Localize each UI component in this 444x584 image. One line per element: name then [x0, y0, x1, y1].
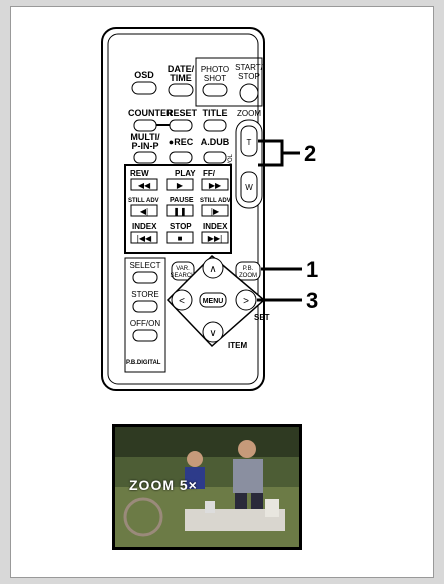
still-adv-right-icon: |▶	[211, 207, 220, 216]
title-button[interactable]	[204, 120, 226, 131]
ff-label: FF/	[203, 169, 216, 178]
pause-icon: ❚❚	[173, 207, 186, 216]
photo-shot-button[interactable]	[203, 84, 227, 96]
stop-label: STOP	[170, 222, 192, 231]
pb-zoom-label-1: P.B.	[243, 266, 254, 272]
photo-shot-label-1: PHOTO	[201, 65, 229, 74]
item-label: ITEM	[228, 341, 247, 350]
index-right-label: INDEX	[203, 222, 228, 231]
callout-3: 3	[306, 288, 318, 313]
counter-button[interactable]	[134, 120, 156, 131]
up-arrow-icon: ∧	[209, 264, 216, 275]
zoom-w-label: W	[245, 183, 253, 192]
rew-label: REW	[130, 169, 149, 178]
menu-label: MENU	[203, 298, 224, 305]
a-dub-button[interactable]	[204, 152, 226, 163]
index-right-icon: ▶▶|	[208, 234, 222, 243]
store-button[interactable]	[133, 301, 157, 312]
a-dub-label: A.DUB	[201, 137, 230, 147]
set-label: SET	[254, 313, 270, 322]
start-stop-label-2: STOP	[238, 72, 260, 81]
start-stop-label-1: START/	[235, 63, 263, 72]
zoom-label: ZOOM	[237, 109, 261, 118]
zoom-t-label: T	[247, 138, 252, 147]
pb-zoom-label-2: ZOOM	[239, 273, 257, 279]
left-arrow-icon: <	[179, 296, 185, 307]
callout-1: 1	[306, 257, 318, 282]
still-adv-left-label: STILL ADV	[128, 198, 159, 204]
select-label: SELECT	[129, 261, 160, 270]
date-time-label-2: TIME	[170, 73, 192, 83]
still-adv-right-label: STILL ADV	[200, 198, 231, 204]
ff-icon: ▶▶	[209, 181, 222, 190]
down-arrow-icon: ∨	[209, 328, 216, 339]
pb-digital-label: P.B.DIGITAL	[126, 360, 161, 366]
osd-label: OSD	[134, 70, 154, 80]
right-arrow-icon: >	[243, 296, 249, 307]
reset-button[interactable]	[170, 120, 192, 131]
rec-button[interactable]	[170, 152, 192, 163]
store-label: STORE	[131, 290, 158, 299]
reset-label: RESET	[167, 108, 198, 118]
zoom-example-photo: ZOOM 5×	[112, 424, 302, 550]
play-icon: ▶	[177, 181, 184, 190]
stop-icon: ■	[178, 234, 183, 243]
zoom-overlay-text: ZOOM 5×	[129, 477, 198, 493]
photo-shot-label-2: SHOT	[204, 74, 226, 83]
index-left-label: INDEX	[132, 222, 157, 231]
pause-label: PAUSE	[170, 197, 194, 204]
off-on-button[interactable]	[133, 330, 157, 341]
var-search-label-1: VAR.	[176, 266, 190, 272]
rec-label: ●REC	[169, 137, 194, 147]
date-time-button[interactable]	[169, 84, 193, 96]
multi-label-2: P-IN-P	[132, 141, 159, 151]
play-label: PLAY	[175, 169, 196, 178]
index-left-icon: |◀◀	[137, 234, 152, 243]
multi-pinp-button[interactable]	[134, 152, 156, 163]
still-adv-left-icon: ◀|	[140, 207, 148, 216]
off-on-label: OFF/ON	[130, 319, 160, 328]
select-button[interactable]	[133, 272, 157, 283]
osd-button[interactable]	[132, 82, 156, 94]
rew-icon: ◀◀	[138, 181, 151, 190]
start-stop-button[interactable]	[240, 84, 258, 102]
title-label: TITLE	[203, 108, 228, 118]
callout-2: 2	[304, 141, 316, 166]
